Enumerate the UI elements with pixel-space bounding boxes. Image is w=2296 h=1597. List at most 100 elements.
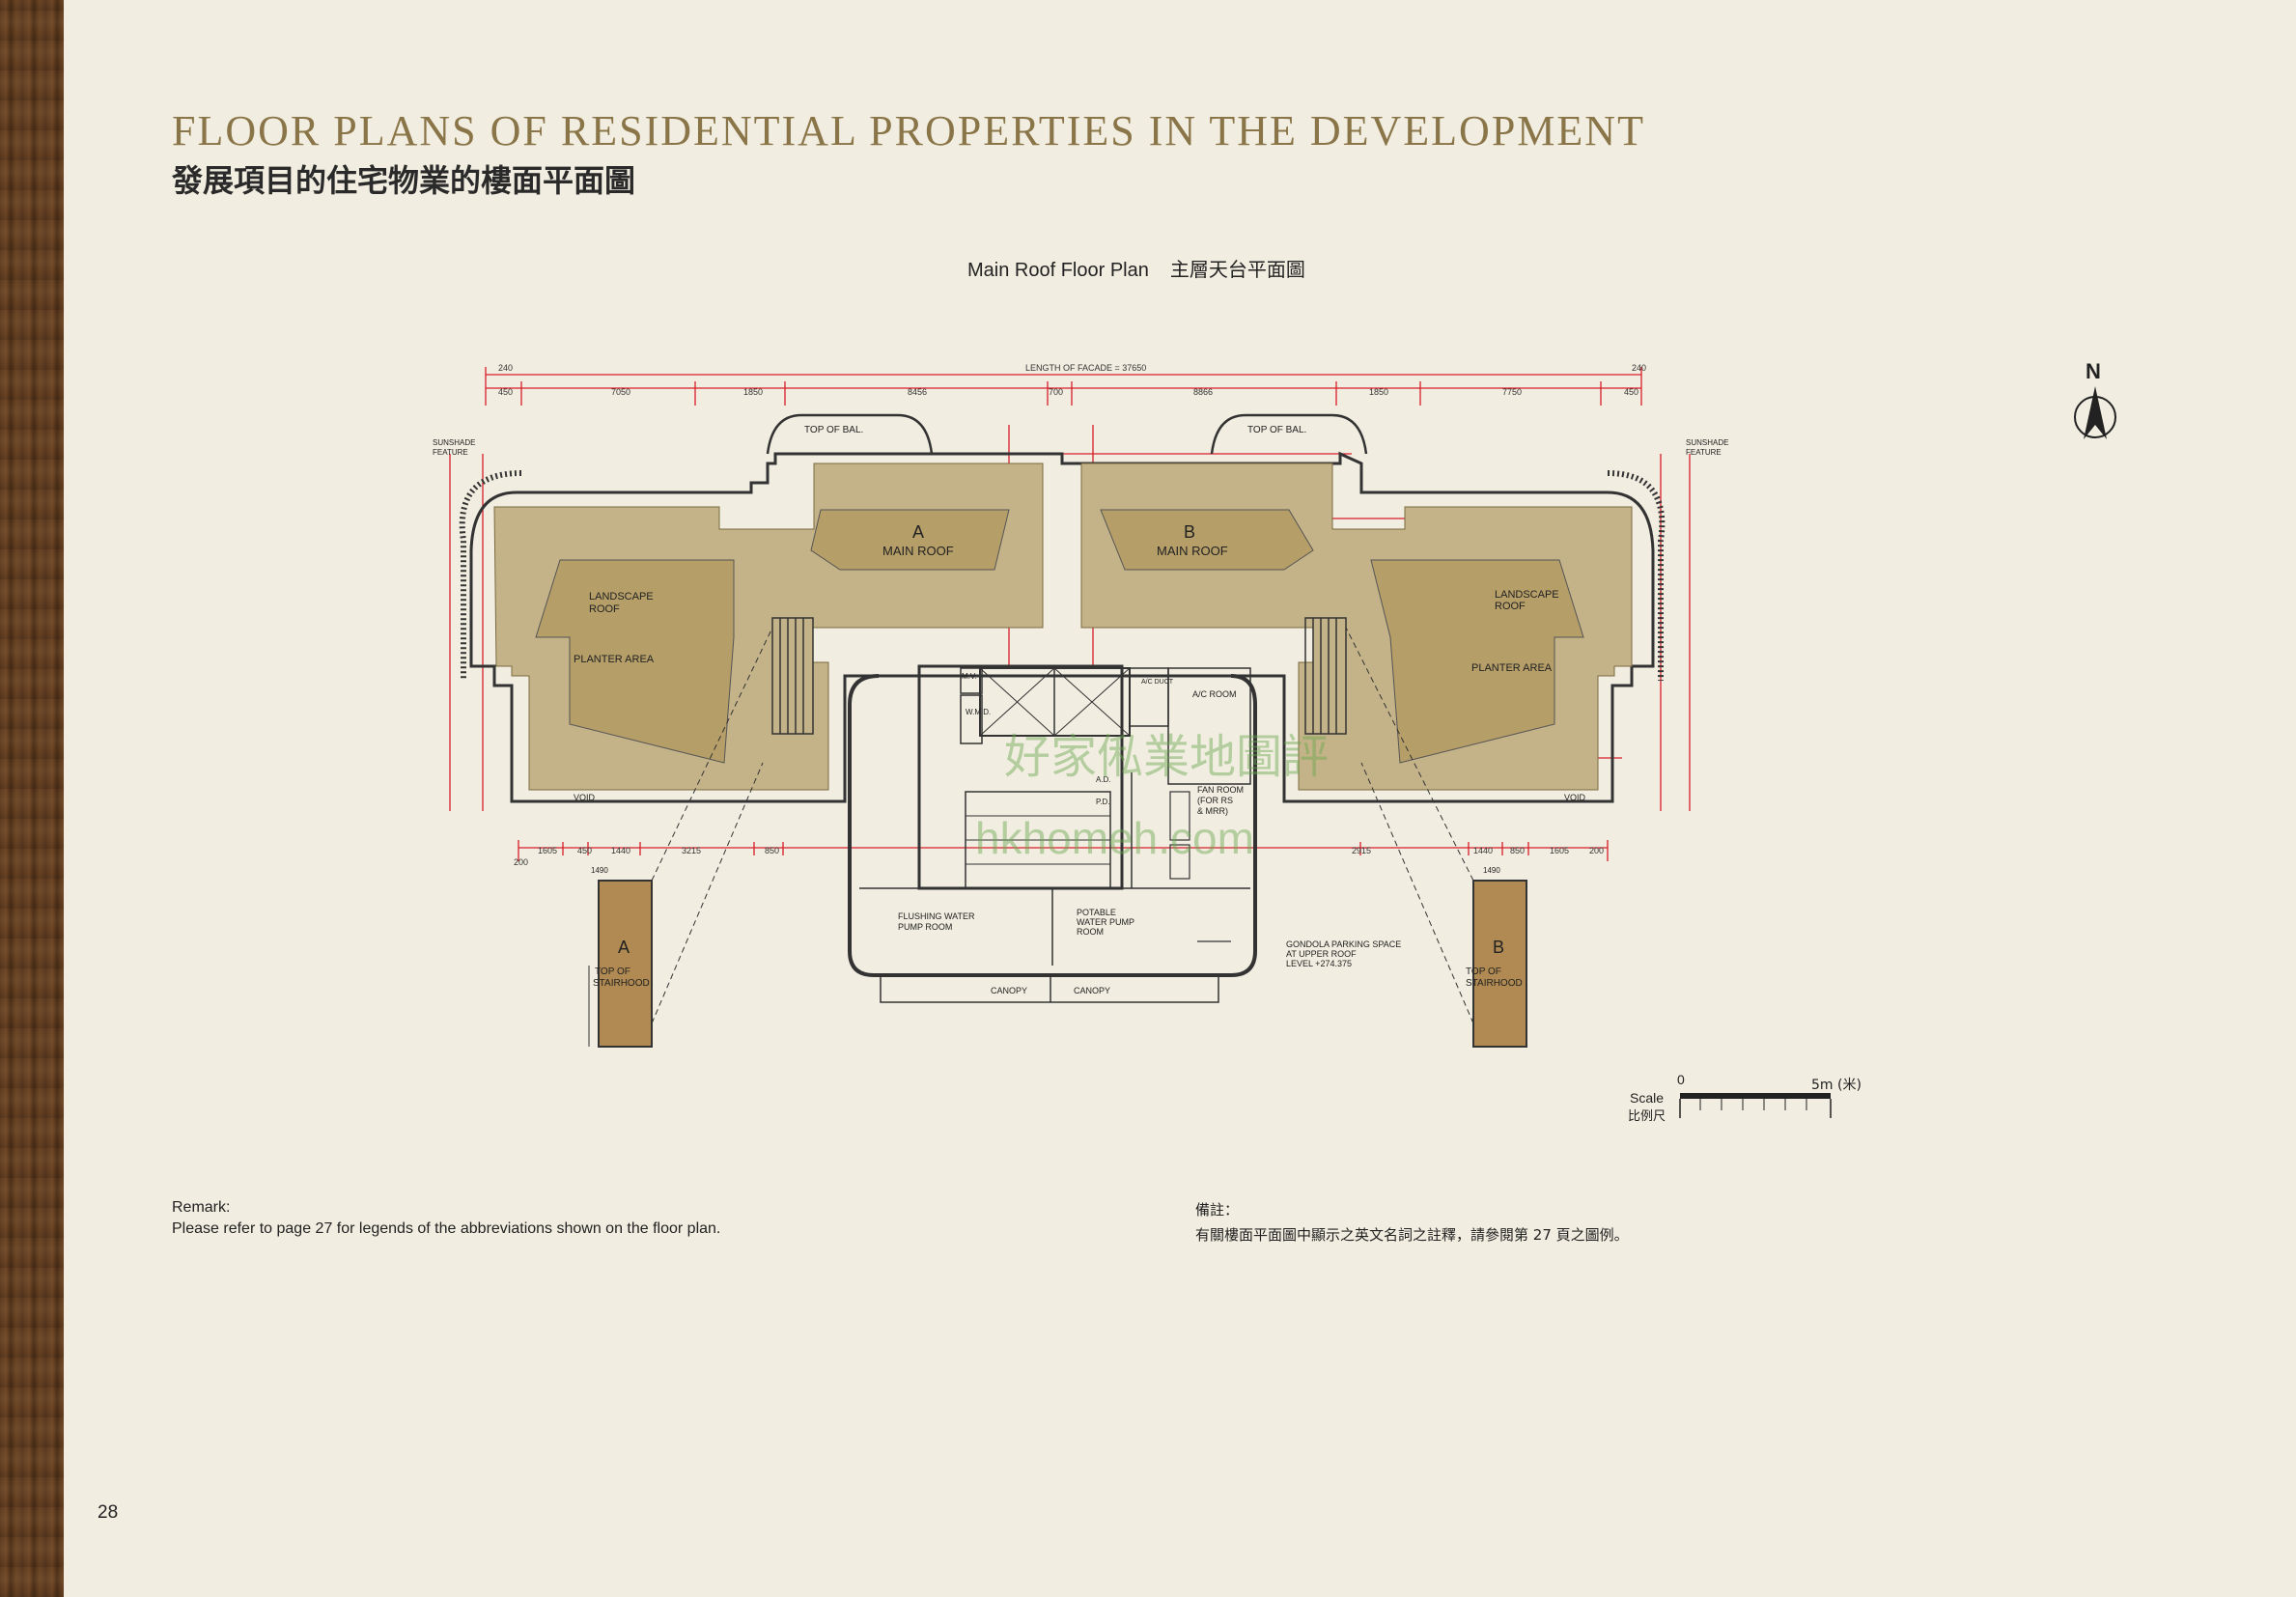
label-ac-duct: A/C DUCT bbox=[1141, 679, 1174, 686]
label-wmd: W.M.D. bbox=[966, 708, 991, 716]
dim-top-8: 1850 bbox=[1369, 387, 1388, 397]
label-b-main-roof: MAIN ROOF bbox=[1157, 544, 1228, 558]
label-b-letter: B bbox=[1184, 522, 1195, 542]
page-title-chinese: 發展項目的住宅物業的樓面平面圖 bbox=[172, 162, 636, 199]
remark-body-en: Please refer to page 27 for legends of t… bbox=[172, 1220, 721, 1237]
label-canopy-2: CANOPY bbox=[1074, 986, 1110, 995]
scale-end: 5m (米) bbox=[1811, 1078, 1862, 1093]
landscape-a-2 bbox=[535, 559, 735, 764]
remark-chinese: 備註： 有關樓面平面圖中顯示之英文名詞之註釋，請參閱第 27 頁之圖例。 bbox=[1195, 1197, 1629, 1247]
svg-text:1605: 1605 bbox=[538, 846, 557, 855]
watermark-zh: 好家俬業地圖評 bbox=[1004, 730, 1329, 784]
watermark: 好家俬業地圖評 hkhomeh.com bbox=[975, 730, 1329, 863]
label-bal-b: TOP OF BAL. bbox=[1247, 425, 1306, 435]
scale-label-en: Scale bbox=[1630, 1090, 1664, 1106]
label-gondola-1: GONDOLA PARKING SPACE bbox=[1286, 939, 1401, 949]
plan-title-chinese: 主層天台平面圖 bbox=[1169, 258, 1305, 281]
remark-title-zh: 備註： bbox=[1195, 1201, 1240, 1219]
label-ac-room: A/C ROOM bbox=[1192, 689, 1237, 699]
stairhood-b bbox=[1472, 880, 1527, 1048]
label-sunshade-right-2: FEATURE bbox=[1686, 448, 1722, 457]
label-sunshade-left-2: FEATURE bbox=[433, 448, 468, 457]
label-landscape-a-1: LANDSCAPE bbox=[589, 591, 654, 602]
label-void-a: VOID bbox=[574, 793, 596, 802]
label-landscape-a-2: ROOF bbox=[589, 603, 620, 615]
label-sunshade-left-1: SUNSHADE bbox=[433, 438, 475, 447]
label-flushing-1: FLUSHING WATER bbox=[898, 911, 975, 921]
north-letter: N bbox=[2086, 359, 2101, 383]
label-a-letter: A bbox=[912, 522, 924, 542]
dim-top-5: 8456 bbox=[908, 387, 927, 397]
label-stair-b-top: TOP OF bbox=[1466, 967, 1501, 977]
dim-length-facade: LENGTH OF FACADE = 37650 bbox=[1025, 363, 1146, 373]
svg-text:3215: 3215 bbox=[682, 846, 701, 855]
dim-top-9: 7750 bbox=[1502, 387, 1522, 397]
label-stair-b-hood: STAIRHOOD bbox=[1466, 978, 1523, 989]
stair-a bbox=[771, 617, 814, 735]
svg-text:2915: 2915 bbox=[1352, 846, 1371, 855]
stairhood-a bbox=[598, 880, 653, 1048]
dim-top-6: 700 bbox=[1049, 387, 1063, 397]
page-title-english: FLOOR PLANS OF RESIDENTIAL PROPERTIES IN… bbox=[172, 107, 1645, 154]
svg-text:850: 850 bbox=[1510, 846, 1525, 855]
label-fan-room-2: (FOR RS bbox=[1197, 796, 1233, 805]
north-arrow: N bbox=[2074, 359, 2116, 439]
label-gondola-2: AT UPPER ROOF bbox=[1286, 949, 1357, 959]
svg-text:1440: 1440 bbox=[611, 846, 630, 855]
label-landscape-b-2: ROOF bbox=[1495, 601, 1526, 612]
watermark-en: hkhomeh.com bbox=[975, 813, 1254, 863]
book-spine-texture bbox=[0, 0, 64, 1597]
bal-a-curve bbox=[766, 413, 934, 455]
scale-zero: 0 bbox=[1677, 1072, 1685, 1087]
svg-text:850: 850 bbox=[765, 846, 779, 855]
landscape-b-1 bbox=[1100, 509, 1314, 571]
label-pd: P.D. bbox=[1096, 798, 1110, 806]
label-bal-a: TOP OF BAL. bbox=[804, 425, 863, 435]
label-planter-b: PLANTER AREA bbox=[1471, 662, 1553, 674]
plan-title: Main Roof Floor Plan 主層天台平面圖 bbox=[967, 254, 1305, 282]
sunshade-left bbox=[459, 470, 522, 681]
scale-bar: 0 5m (米) Scale 比例尺 bbox=[1628, 1072, 1862, 1124]
label-flushing-2: PUMP ROOM bbox=[898, 922, 952, 932]
label-a-main-roof: MAIN ROOF bbox=[882, 544, 954, 558]
label-sunshade-right-1: SUNSHADE bbox=[1686, 438, 1728, 447]
dim-top-1: 240 bbox=[498, 363, 513, 373]
dim-top-4: 1850 bbox=[743, 387, 763, 397]
label-stair-b-letter: B bbox=[1493, 938, 1504, 957]
label-potable-3: ROOM bbox=[1077, 927, 1104, 937]
dim-top-7: 8866 bbox=[1193, 387, 1213, 397]
dim-top-2: 450 bbox=[498, 387, 513, 397]
label-potable-1: POTABLE bbox=[1077, 908, 1116, 917]
dim-top-10: 450 bbox=[1624, 387, 1638, 397]
sunshade-right bbox=[1607, 470, 1666, 681]
north-arrow-icon bbox=[2084, 386, 2107, 439]
svg-text:200: 200 bbox=[514, 857, 528, 867]
label-gondola-3: LEVEL +274.375 bbox=[1286, 959, 1352, 968]
label-stair-a-letter: A bbox=[618, 938, 630, 957]
landscape-b-2 bbox=[1370, 559, 1584, 764]
remark-body-zh: 有關樓面平面圖中顯示之英文名詞之註釋，請參閱第 27 頁之圖例。 bbox=[1195, 1226, 1629, 1244]
label-fan-room-1: FAN ROOM bbox=[1197, 785, 1244, 795]
label-stairhood-b-dim: 1490 bbox=[1483, 866, 1500, 875]
bal-b-curve bbox=[1210, 413, 1368, 455]
plan-title-english: Main Roof Floor Plan bbox=[967, 260, 1149, 281]
dimension-labels-bottom: 200 1605 450 1440 3215 850 2915 1440 850… bbox=[514, 846, 1604, 867]
label-planter-a: PLANTER AREA bbox=[574, 654, 655, 665]
label-void-b: VOID bbox=[1564, 793, 1586, 802]
label-landscape-b-1: LANDSCAPE bbox=[1495, 589, 1559, 601]
svg-text:1605: 1605 bbox=[1550, 846, 1569, 855]
label-stair-a-top: TOP OF bbox=[595, 967, 630, 977]
svg-text:200: 200 bbox=[1589, 846, 1604, 855]
page-number: 28 bbox=[98, 1502, 119, 1523]
label-stairhood-a-dim: 1490 bbox=[591, 866, 608, 875]
remark-title-en: Remark: bbox=[172, 1199, 231, 1216]
remark-english: Remark: Please refer to page 27 for lege… bbox=[172, 1197, 720, 1240]
dim-top-3: 7050 bbox=[611, 387, 630, 397]
landscape-a-1 bbox=[810, 509, 1010, 571]
label-potable-2: WATER PUMP bbox=[1077, 917, 1134, 927]
label-canopy-1: CANOPY bbox=[991, 986, 1027, 995]
label-stair-a-hood: STAIRHOOD bbox=[593, 978, 650, 989]
label-fan-room-3: & MRR) bbox=[1197, 806, 1228, 816]
dimension-labels-top: 240 LENGTH OF FACADE = 37650 240 450 705… bbox=[498, 363, 1646, 397]
